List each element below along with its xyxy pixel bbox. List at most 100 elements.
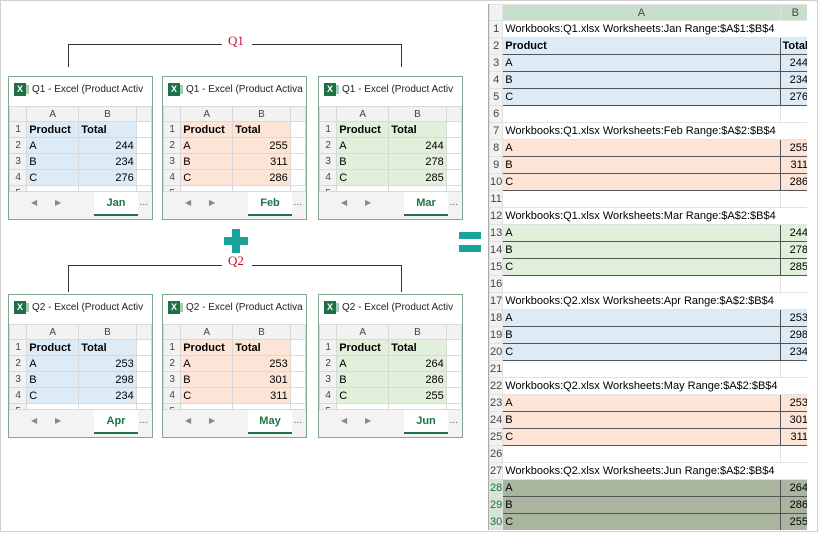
- total-cell[interactable]: 286: [779, 496, 807, 514]
- more-sheets-button[interactable]: ...: [293, 415, 302, 426]
- row-header[interactable]: 2: [9, 355, 28, 372]
- cell[interactable]: [502, 190, 781, 208]
- header-cell-product[interactable]: Product: [180, 121, 234, 138]
- row-header[interactable]: 4: [163, 169, 182, 186]
- row-header[interactable]: 2: [163, 355, 182, 372]
- row-header[interactable]: 21: [489, 360, 504, 378]
- product-cell[interactable]: B: [336, 371, 390, 388]
- row-header[interactable]: 1: [163, 339, 182, 356]
- column-header-a[interactable]: A: [180, 324, 234, 340]
- header-cell-product[interactable]: Product: [26, 339, 80, 356]
- source-info-cell[interactable]: Workbooks:Q1.xlsx Worksheets:Mar Range:$…: [502, 207, 781, 225]
- cell[interactable]: [135, 387, 152, 404]
- row-header[interactable]: 2: [319, 355, 338, 372]
- cell[interactable]: [780, 122, 807, 140]
- row-header[interactable]: 2: [319, 137, 338, 154]
- total-cell[interactable]: 234: [78, 387, 137, 404]
- total-cell[interactable]: 285: [388, 169, 447, 186]
- product-cell[interactable]: C: [336, 387, 390, 404]
- column-header-c[interactable]: [445, 324, 462, 340]
- cell[interactable]: [502, 445, 781, 463]
- scroll-right-icon[interactable]: ▶: [55, 416, 62, 425]
- product-cell[interactable]: C: [26, 169, 80, 186]
- product-cell[interactable]: B: [26, 371, 80, 388]
- row-header[interactable]: 2: [9, 137, 28, 154]
- cell[interactable]: [289, 169, 306, 186]
- column-header-b[interactable]: B: [232, 324, 291, 340]
- row-header[interactable]: 3: [9, 153, 28, 170]
- cell[interactable]: [289, 355, 306, 372]
- total-cell[interactable]: 244: [779, 54, 807, 72]
- header-cell-total[interactable]: Total: [78, 339, 137, 356]
- more-sheets-button[interactable]: ...: [293, 197, 302, 208]
- row-header[interactable]: 16: [489, 275, 504, 293]
- product-cell[interactable]: A: [336, 355, 390, 372]
- row-header[interactable]: 22: [489, 377, 504, 395]
- column-header-c[interactable]: [135, 324, 152, 340]
- total-cell[interactable]: 298: [78, 371, 137, 388]
- product-cell[interactable]: A: [502, 139, 781, 157]
- header-cell-total[interactable]: Total: [779, 37, 807, 55]
- total-cell[interactable]: 276: [78, 169, 137, 186]
- cell[interactable]: [502, 360, 781, 378]
- total-cell[interactable]: 276: [779, 88, 807, 106]
- total-cell[interactable]: 298: [779, 326, 807, 344]
- product-cell[interactable]: A: [180, 355, 234, 372]
- row-header[interactable]: 10: [489, 173, 504, 191]
- row-header[interactable]: 2: [163, 137, 182, 154]
- total-cell[interactable]: 253: [779, 394, 807, 412]
- total-cell[interactable]: 244: [779, 224, 807, 242]
- total-cell[interactable]: 278: [779, 241, 807, 259]
- header-cell-total[interactable]: Total: [232, 121, 291, 138]
- row-header[interactable]: 30: [489, 513, 504, 530]
- column-header-a[interactable]: A: [26, 106, 80, 122]
- select-all-corner[interactable]: [489, 4, 504, 21]
- row-header[interactable]: 4: [489, 71, 504, 89]
- column-header-b[interactable]: B: [78, 324, 137, 340]
- cell[interactable]: [289, 339, 306, 356]
- cell[interactable]: [135, 371, 152, 388]
- total-cell[interactable]: 234: [779, 71, 807, 89]
- row-header[interactable]: 15: [489, 258, 504, 276]
- cell[interactable]: [135, 355, 152, 372]
- cell[interactable]: [779, 105, 807, 123]
- row-header[interactable]: 13: [489, 224, 504, 242]
- row-header[interactable]: 24: [489, 411, 504, 429]
- scroll-left-icon[interactable]: ◀: [31, 416, 38, 425]
- row-header[interactable]: 1: [319, 339, 338, 356]
- header-cell-total[interactable]: Total: [78, 121, 137, 138]
- column-header-c[interactable]: [445, 106, 462, 122]
- total-cell[interactable]: 255: [232, 137, 291, 154]
- column-header-a[interactable]: A: [336, 324, 390, 340]
- sheet-grid[interactable]: AB1ProductTotal2A2643B2864C2555: [319, 324, 462, 420]
- product-cell[interactable]: A: [502, 54, 781, 72]
- row-header[interactable]: 9: [489, 156, 504, 174]
- scroll-right-icon[interactable]: ▶: [365, 198, 372, 207]
- product-cell[interactable]: C: [502, 513, 781, 530]
- row-header[interactable]: 5: [489, 88, 504, 106]
- cell[interactable]: [780, 377, 807, 395]
- row-header[interactable]: 4: [9, 169, 28, 186]
- row-header[interactable]: 3: [163, 153, 182, 170]
- sheet-tab-mar[interactable]: Mar: [404, 192, 448, 216]
- cell[interactable]: [502, 105, 781, 123]
- cell[interactable]: [135, 339, 152, 356]
- total-cell[interactable]: 285: [779, 258, 807, 276]
- row-header[interactable]: 4: [9, 387, 28, 404]
- sheet-tab-jan[interactable]: Jan: [94, 192, 138, 216]
- row-header[interactable]: 27: [489, 462, 504, 480]
- total-cell[interactable]: 301: [779, 411, 807, 429]
- sheet-tab-may[interactable]: May: [248, 410, 292, 434]
- select-all-corner[interactable]: [319, 106, 338, 122]
- scroll-left-icon[interactable]: ◀: [185, 416, 192, 425]
- column-header-b[interactable]: B: [232, 106, 291, 122]
- header-cell-product[interactable]: Product: [180, 339, 234, 356]
- column-header-c[interactable]: [135, 106, 152, 122]
- sheet-grid[interactable]: AB1ProductTotal2A2443B2344C2765: [9, 106, 152, 202]
- cell[interactable]: [445, 121, 462, 138]
- cell[interactable]: [780, 207, 807, 225]
- total-cell[interactable]: 264: [779, 479, 807, 497]
- row-header[interactable]: 20: [489, 343, 504, 361]
- sheet-grid[interactable]: AB1ProductTotal2A2443B2784C2855: [319, 106, 462, 202]
- total-cell[interactable]: 278: [388, 153, 447, 170]
